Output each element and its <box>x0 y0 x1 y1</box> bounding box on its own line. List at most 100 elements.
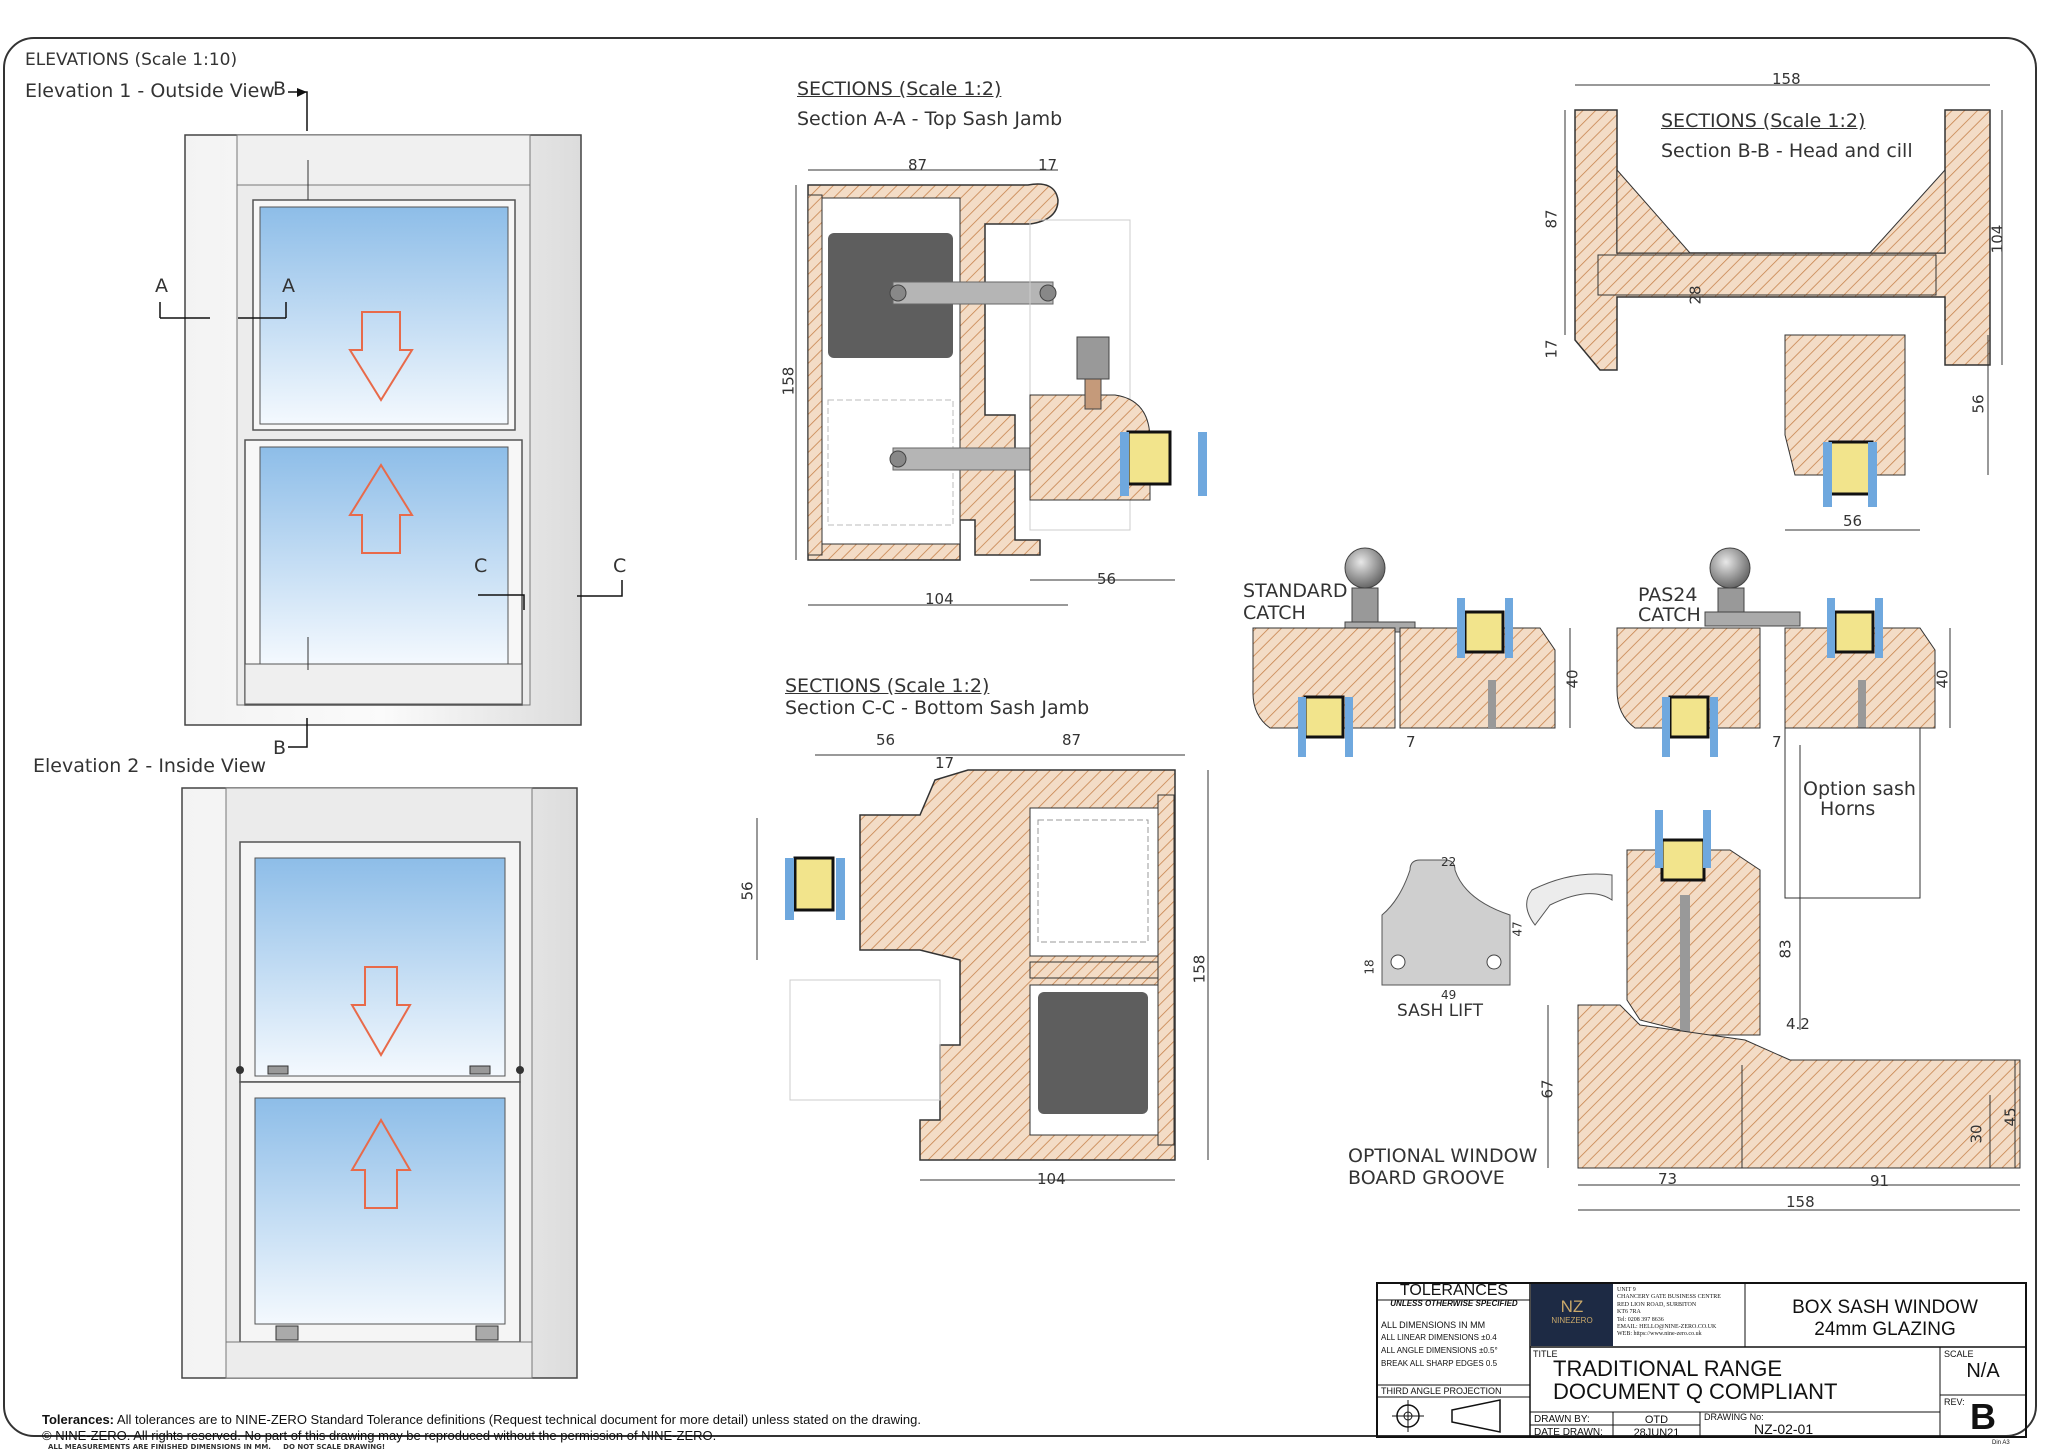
elevation-1-outside <box>159 88 623 748</box>
marker-b-bottom: B <box>273 737 287 759</box>
dim-label: 56 <box>1969 394 1988 414</box>
address-line: EMAIL: HELLO@NINE-ZERO.CO.UK <box>1617 1324 1717 1331</box>
tolerance-line: ALL ANGLE DIMENSIONS ±0.5° <box>1381 1346 1498 1355</box>
dim-label: 104 <box>1037 1170 1066 1188</box>
dim-label: 7 <box>1406 733 1416 751</box>
product-name: BOX SASH WINDOW <box>1792 1297 1978 1318</box>
projection-label: THIRD ANGLE PROJECTION <box>1381 1386 1502 1396</box>
sash-lift-label: SASH LIFT <box>1397 1001 1484 1021</box>
section-bb-title: SECTIONS (Scale 1:2) <box>1661 110 1866 132</box>
standard-catch-label-2: CATCH <box>1243 602 1306 624</box>
dim-label: 7 <box>1772 733 1782 751</box>
dim-label: 17 <box>935 754 955 772</box>
pas24-catch-label-1: PAS24 <box>1638 584 1698 606</box>
company-address: UNIT 9 CHANCERY GATE BUSINESS CENTRE RED… <box>1617 1287 1721 1339</box>
drawing-title-line-2: DOCUMENT Q COMPLIANT <box>1553 1379 1838 1404</box>
dim-label: 87 <box>1542 209 1561 229</box>
groove-label-1: OPTIONAL WINDOW <box>1348 1145 1538 1167</box>
dim-label: 49 <box>1441 988 1457 1002</box>
pas24-catch-drawing <box>1616 547 1951 899</box>
address-line: UNIT 9 <box>1617 1287 1636 1293</box>
marker-c-right: C <box>613 555 627 577</box>
horns-label-2: Horns <box>1820 798 1876 820</box>
dim-label: 40 <box>1563 669 1582 689</box>
dim-label: 158 <box>1786 1193 1815 1211</box>
scale-value: N/A <box>1966 1360 2000 1382</box>
dim-label: 17 <box>1542 339 1561 359</box>
dim-label: 104 <box>1988 224 2007 254</box>
horns-label-1: Option sash <box>1803 778 1916 800</box>
tolerance-line: ALL DIMENSIONS IN MM <box>1381 1320 1486 1330</box>
section-aa-subtitle: Section A-A - Top Sash Jamb <box>797 108 1063 130</box>
drawn-by-label: DRAWN BY: <box>1534 1414 1590 1425</box>
section-aa-drawing <box>795 169 1207 606</box>
tolerances-heading: TOLERANCES <box>1399 1282 1509 1299</box>
dim-label: 4.2 <box>1786 1015 1810 1033</box>
dim-label: 73 <box>1658 1170 1678 1188</box>
dim-label: 158 <box>1772 70 1801 88</box>
section-cc-title: SECTIONS (Scale 1:2) <box>785 675 990 697</box>
dim-label: 45 <box>2001 1107 2020 1127</box>
elevations-title: ELEVATIONS (Scale 1:10) <box>25 50 238 70</box>
dim-label: 158 <box>779 366 798 396</box>
product-glazing: 24mm GLAZING <box>1814 1319 1956 1340</box>
company-logo-wordmark: NINEZERO <box>1551 1316 1593 1325</box>
tolerance-line: ALL LINEAR DIMENSIONS ±0.4 <box>1381 1333 1497 1342</box>
marker-a-right: A <box>282 275 295 297</box>
tolerances-note: Tolerances: All tolerances are to NINE-Z… <box>42 1412 921 1427</box>
dim-label: 56 <box>1843 512 1863 530</box>
marker-b-top: B <box>273 78 287 100</box>
dim-label: 91 <box>1870 1172 1890 1190</box>
scale-field-label: SCALE <box>1944 1349 1974 1359</box>
tolerances-subheading: UNLESS OTHERWISE SPECIFIED <box>1390 1299 1518 1308</box>
dim-label: 17 <box>1038 156 1058 174</box>
marker-c-left: C <box>474 555 488 577</box>
title-field-label: TITLE <box>1533 1349 1558 1359</box>
revision-value: B <box>1970 1396 1996 1437</box>
marker-a-left: A <box>155 275 168 297</box>
drawing-title-line-1: TRADITIONAL RANGE <box>1553 1356 1782 1381</box>
address-line: Tel: 0208 397 8636 <box>1617 1316 1664 1323</box>
dim-label: 28 <box>1686 285 1705 305</box>
standard-catch-label-1: STANDARD <box>1243 580 1348 602</box>
tolerances-note-text: All tolerances are to NINE-ZERO Standard… <box>116 1412 921 1427</box>
section-aa-title: SECTIONS (Scale 1:2) <box>797 78 1002 100</box>
dim-label: 83 <box>1776 939 1795 959</box>
section-bb-drawing <box>1564 84 2003 531</box>
dim-label: 158 <box>1190 954 1209 984</box>
dim-label: 87 <box>1062 731 1082 749</box>
dim-label: 56 <box>738 881 757 901</box>
cill-section-drawing <box>1526 745 2021 1211</box>
address-line: WEB: https://www.nine-zero.co.uk <box>1617 1331 1702 1338</box>
dim-label: 18 <box>1362 959 1377 975</box>
standard-catch-drawing <box>1252 547 1571 757</box>
groove-label-2: BOARD GROOVE <box>1348 1167 1505 1189</box>
elevation-2-inside <box>181 787 578 1379</box>
elevation-2-label: Elevation 2 - Inside View <box>33 755 267 777</box>
section-cc-drawing <box>756 754 1209 1181</box>
sheet-border <box>3 37 2037 1437</box>
title-block-frame <box>1376 1282 2027 1438</box>
dim-label: 56 <box>876 731 896 749</box>
tolerance-line: BREAK ALL SHARP EDGES 0.5 <box>1381 1359 1498 1368</box>
drawn-by-value: OTD <box>1644 1414 1669 1426</box>
drawing-number-label: DRAWING No: <box>1704 1412 1764 1422</box>
elevation-1-label: Elevation 1 - Outside View <box>25 80 275 102</box>
address-line: CHANCERY GATE BUSINESS CENTRE <box>1617 1294 1721 1301</box>
tolerances-note-label: Tolerances: <box>42 1412 115 1427</box>
date-drawn-label: DATE DRAWN: <box>1534 1427 1603 1438</box>
dim-label: 56 <box>1097 570 1117 588</box>
finished-dimensions-note: ALL MEASUREMENTS ARE FINISHED DIMENSIONS… <box>48 1443 386 1451</box>
dim-label: 47 <box>1510 921 1525 937</box>
copyright-note: © NINE-ZERO. All rights reserved. No par… <box>42 1428 717 1443</box>
address-line: RED LION ROAD, SURBITON <box>1617 1301 1697 1308</box>
pas24-catch-label-2: CATCH <box>1638 604 1701 626</box>
date-drawn-value: 28JUN21 <box>1633 1427 1680 1439</box>
dim-label: 87 <box>908 156 928 174</box>
company-logo: NZ <box>1560 1297 1584 1316</box>
sash-lift-drawing <box>1381 859 1511 986</box>
drawing-number-value: NZ-02-01 <box>1754 1421 1814 1437</box>
address-line: KT6 7RA <box>1617 1309 1641 1316</box>
dim-label: 30 <box>1967 1124 1986 1144</box>
